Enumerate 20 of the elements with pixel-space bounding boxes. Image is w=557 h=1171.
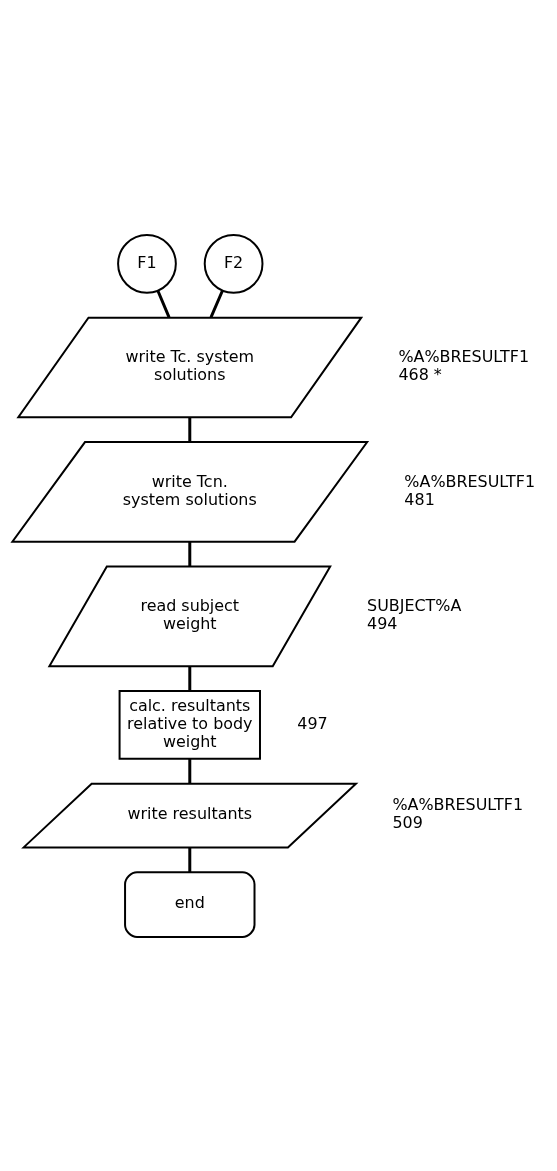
node-box: calc. resultants relative to body weight [118, 689, 261, 760]
node-label: %A%BRESULTF1 [404, 471, 536, 491]
node-label: 481 [404, 489, 435, 509]
node-box: end [124, 870, 256, 938]
connector [156, 289, 171, 318]
connector [188, 417, 192, 442]
node-label: SUBJECT%A [367, 595, 462, 615]
node-label: %A%BRESULTF1 [392, 794, 524, 814]
connector [188, 665, 192, 691]
connector [209, 289, 224, 318]
node-circle: F1 [117, 233, 177, 294]
connector [188, 758, 192, 784]
node-label: 494 [367, 613, 398, 633]
node-label: 497 [297, 713, 328, 733]
node-label: 468 * [398, 364, 442, 384]
node-label: %A%BRESULTF1 [398, 346, 530, 366]
connector [188, 847, 192, 872]
connector [188, 541, 192, 566]
node-circle: F2 [203, 233, 264, 294]
node-label: 509 [392, 812, 423, 832]
